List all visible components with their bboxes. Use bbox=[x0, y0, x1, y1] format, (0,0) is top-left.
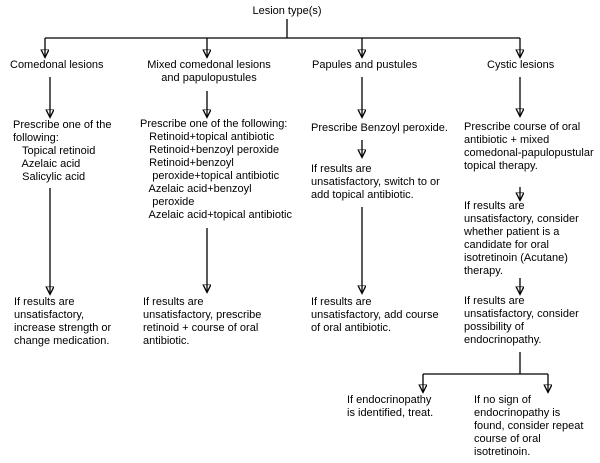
node-cystic-prescribe: Prescribe course of oral antibiotic + mi… bbox=[464, 121, 594, 172]
node-papules-prescribe: Prescribe Benzoyl peroxide. bbox=[311, 122, 448, 134]
column-header-cystic: Cystic lesions bbox=[487, 59, 555, 71]
column-header-papules: Papules and pustules bbox=[312, 59, 418, 71]
node-endocrinopathy-identified: If endocrinopathy is identified, treat. bbox=[347, 394, 434, 419]
column-header-comedonal: Comedonal lesions bbox=[10, 59, 104, 71]
node-cystic-followup1: If results are unsatisfactory, consider … bbox=[464, 200, 579, 277]
node-mixed-prescribe: Prescribe one of the following: Retinoid… bbox=[140, 118, 292, 221]
node-mixed-followup: If results are unsatisfactory, prescribe… bbox=[143, 296, 262, 347]
column-header-mixed: Mixed comedonal lesions and papulopustul… bbox=[147, 59, 271, 84]
node-papules-followup2: If results are unsatisfactory, add cours… bbox=[311, 296, 439, 334]
node-cystic-followup2: If results are unsatisfactory, consider … bbox=[464, 295, 579, 346]
root-node-label: Lesion type(s) bbox=[252, 5, 322, 17]
node-comedonal-followup: If results are unsatisfactory, increase … bbox=[14, 296, 112, 347]
node-endocrinopathy-not-found: If no sign of endocrinopathy is found, c… bbox=[474, 394, 584, 458]
node-comedonal-prescribe: Prescribe one of the following: Topical … bbox=[13, 119, 112, 183]
node-papules-followup1: If results are unsatisfactory, switch to… bbox=[311, 163, 440, 201]
